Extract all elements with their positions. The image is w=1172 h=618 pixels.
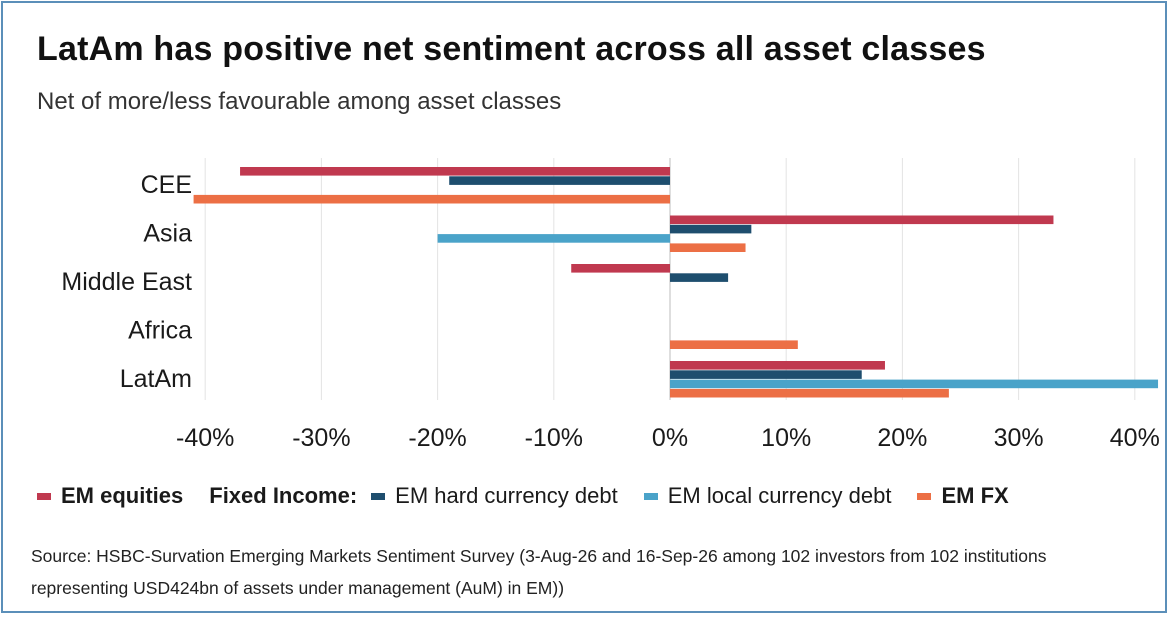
legend-fixed-income-label: Fixed Income: xyxy=(209,483,358,508)
legend-swatch-em-hard-currency-debt xyxy=(371,492,386,500)
legend: EM equities Fixed Income: EM hard curren… xyxy=(37,480,1035,512)
x-tick-label: 40% xyxy=(1110,424,1160,452)
legend-item-em-hard-currency-debt: EM hard currency debt xyxy=(371,483,618,509)
legend-group-fixed-income: Fixed Income: xyxy=(209,483,371,509)
bar-latam-em-fx xyxy=(670,388,949,398)
legend-swatch-em-fx xyxy=(917,492,932,500)
legend-label-em-hard-currency-debt: EM hard currency debt xyxy=(395,483,618,508)
x-tick-label: 0% xyxy=(652,424,688,452)
bar-asia-em-equities xyxy=(670,215,1054,225)
legend-swatch-em-local-currency-debt xyxy=(643,492,658,500)
bar-cee-em-equities xyxy=(240,167,670,176)
bar-cee-em-hard-currency-debt xyxy=(449,176,670,185)
x-tick-label: -30% xyxy=(292,424,350,452)
legend-item-em-local-currency-debt: EM local currency debt xyxy=(643,483,892,509)
bar-latam-em-equities xyxy=(670,361,885,370)
category-label-cee: CEE xyxy=(141,171,192,199)
bar-latam-em-local-currency-debt xyxy=(670,379,1159,389)
legend-label-em-fx: EM FX xyxy=(941,483,1009,508)
bar-latam-em-hard-currency-debt xyxy=(670,370,862,379)
x-tick-label: 10% xyxy=(761,424,811,452)
bar-asia-em-hard-currency-debt xyxy=(670,224,752,234)
source-note: Source: HSBC-Survation Emerging Markets … xyxy=(31,546,1047,598)
x-tick-label: -20% xyxy=(408,424,466,452)
legend-item-em-equities: EM equities xyxy=(37,483,183,509)
legend-item-em-fx: EM FX xyxy=(917,483,1009,509)
category-label-asia: Asia xyxy=(143,220,192,248)
bar-middle-east-em-hard-currency-debt xyxy=(670,273,729,282)
bar-cee-em-fx xyxy=(193,194,670,204)
x-tick-label: -10% xyxy=(525,424,583,452)
bar-asia-em-fx xyxy=(670,243,746,252)
bar-africa-em-fx xyxy=(670,340,798,349)
bar-middle-east-em-equities xyxy=(571,264,670,273)
category-label-middle-east: Middle East xyxy=(61,268,192,296)
chart-subtitle: Net of more/less favourable among asset … xyxy=(37,88,562,115)
x-tick-label: 20% xyxy=(877,424,927,452)
x-tick-label: 30% xyxy=(994,424,1044,452)
legend-label-em-local-currency-debt: EM local currency debt xyxy=(667,483,892,508)
chart-title: LatAm has positive net sentiment across … xyxy=(37,30,986,68)
category-label-latam: LatAm xyxy=(120,365,192,393)
legend-swatch-em-equities xyxy=(37,492,51,500)
bar-asia-em-local-currency-debt xyxy=(437,234,670,243)
x-tick-label: -40% xyxy=(176,424,234,452)
category-label-africa: Africa xyxy=(128,317,192,345)
legend-label-em-equities: EM equities xyxy=(61,483,184,508)
